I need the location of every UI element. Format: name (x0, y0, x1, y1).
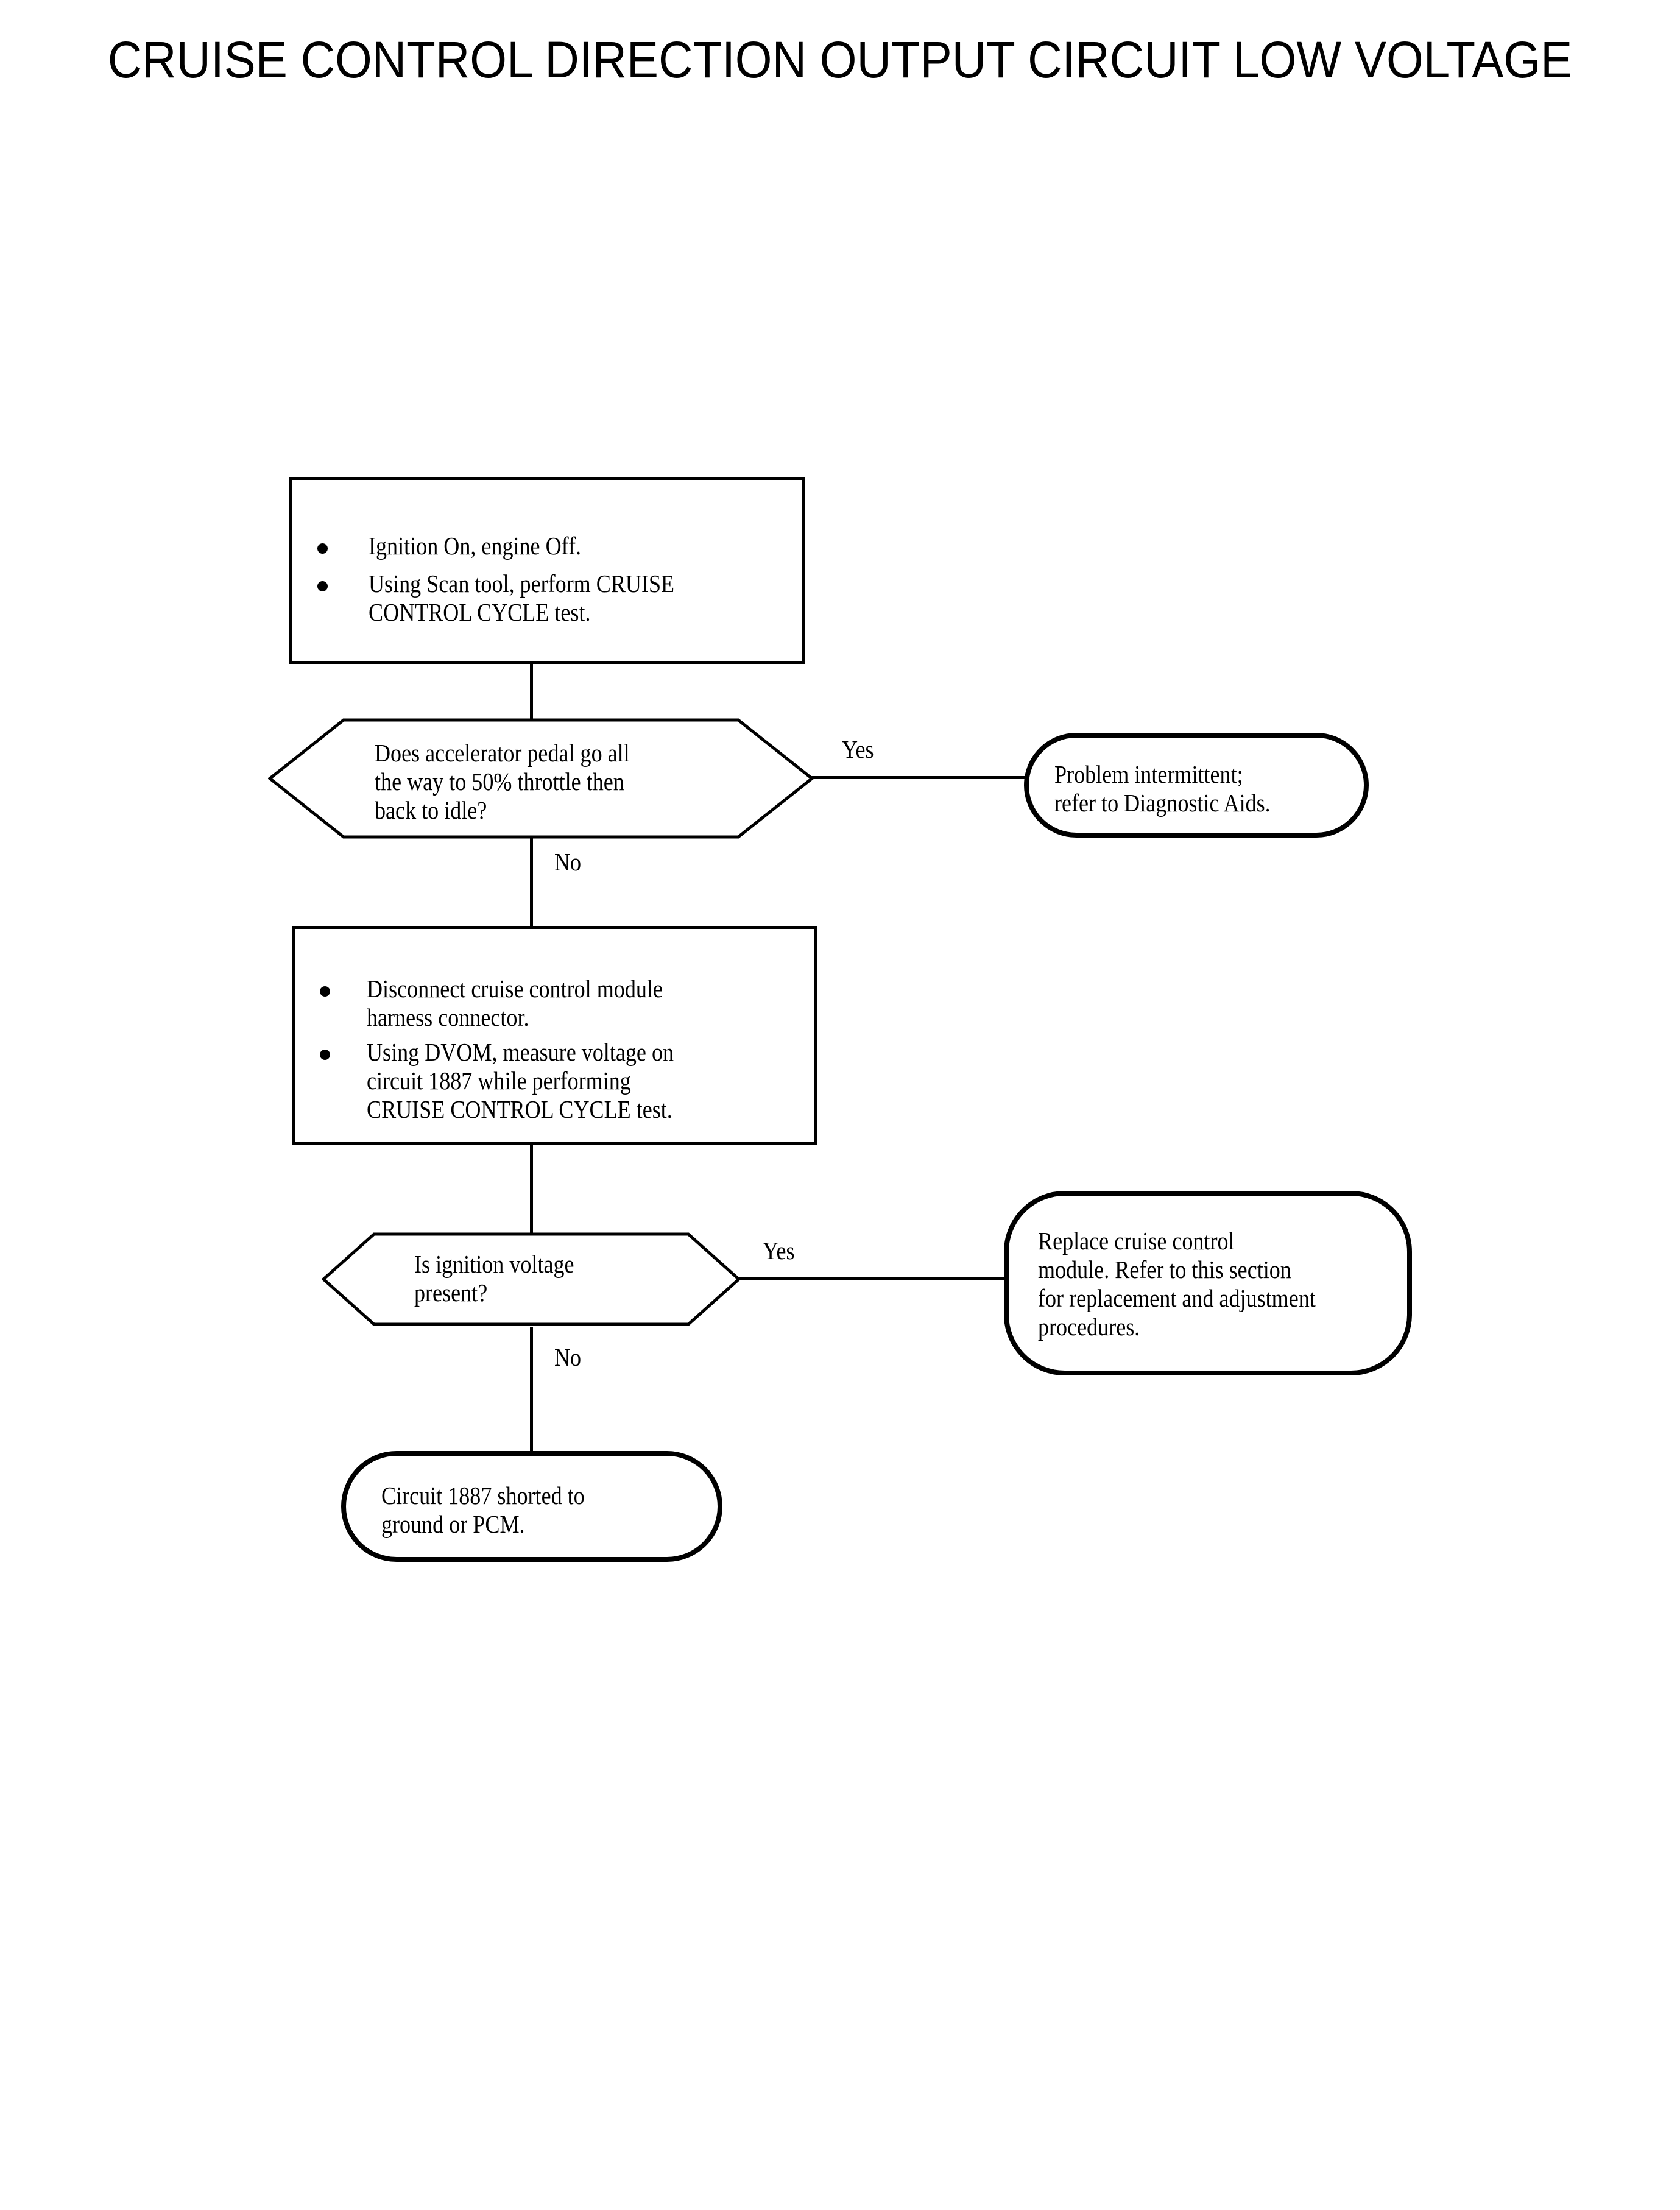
bullet-dot-icon (317, 543, 328, 554)
process-box-step1: Ignition On, engine Off. Using Scan tool… (289, 477, 805, 664)
terminal-problem-intermittent-label: Problem intermittent; refer to Diagnosti… (1054, 760, 1271, 817)
decision-hexagon-1: Does accelerator pedal go all the way to… (268, 718, 814, 839)
edge-label-yes-1: Yes (842, 735, 874, 763)
decision-hexagon-2-label: Is ignition voltage present? (414, 1250, 574, 1307)
connector-step2-to-decision2 (530, 1145, 533, 1234)
process-box-step2: Disconnect cruise control module harness… (292, 926, 817, 1145)
connector-step1-to-decision1 (530, 663, 533, 719)
connector-decision1-yes (811, 776, 1026, 779)
decision-hexagon-1-label: Does accelerator pedal go all the way to… (375, 739, 630, 824)
terminal-circuit-shorted-label: Circuit 1887 shorted to ground or PCM. (381, 1481, 585, 1538)
bullet-dot-icon (320, 1050, 330, 1060)
bullet-text: Using DVOM, measure voltage on circuit 1… (367, 1038, 674, 1123)
connector-decision2-no (530, 1327, 533, 1453)
bullet-text: Disconnect cruise control module harness… (367, 975, 663, 1031)
bullet-text: Ignition On, engine Off. (369, 532, 582, 560)
terminal-replace-module: Replace cruise control module. Refer to … (1004, 1191, 1412, 1375)
edge-label-no-2: No (554, 1343, 582, 1371)
bullet-text: Using Scan tool, perform CRUISE CONTROL … (369, 570, 675, 626)
bullet-dot-icon (320, 986, 330, 997)
edge-label-yes-2: Yes (763, 1237, 795, 1265)
terminal-problem-intermittent: Problem intermittent; refer to Diagnosti… (1024, 733, 1369, 838)
edge-label-no-1: No (554, 848, 582, 876)
page-title: CRUISE CONTROL DIRECTION OUTPUT CIRCUIT … (107, 31, 1573, 88)
connector-decision1-no (530, 837, 533, 927)
terminal-circuit-shorted: Circuit 1887 shorted to ground or PCM. (341, 1451, 722, 1562)
bullet-dot-icon (317, 581, 328, 591)
decision-hexagon-2: Is ignition voltage present? (322, 1232, 741, 1327)
terminal-replace-module-label: Replace cruise control module. Refer to … (1038, 1227, 1316, 1341)
connector-decision2-yes (738, 1277, 1006, 1280)
